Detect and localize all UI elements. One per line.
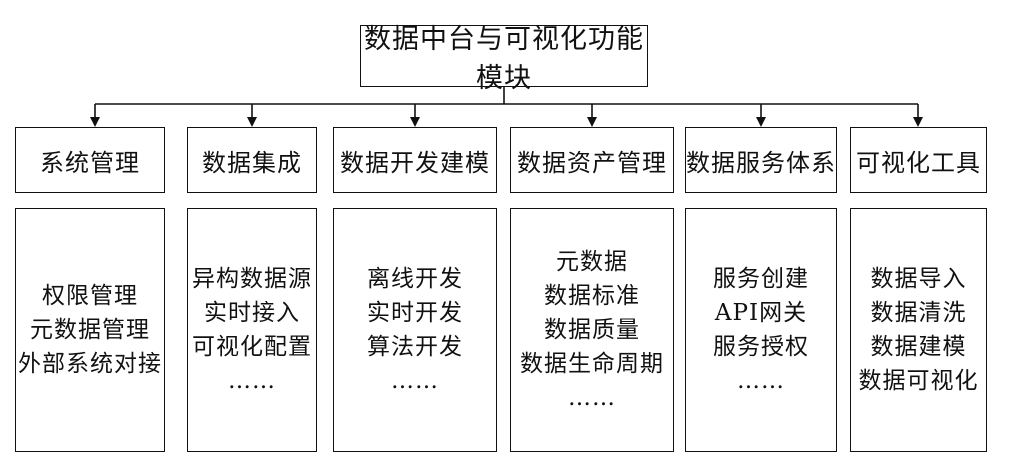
- module-title: 数据集成: [202, 148, 302, 177]
- detail-item: 实时接入: [204, 300, 300, 326]
- module-node-data-service-system: 数据服务体系: [685, 127, 837, 193]
- module-node-data-asset-management: 数据资产管理: [510, 127, 674, 193]
- detail-item: 数据导入: [870, 266, 967, 292]
- detail-item: ……: [568, 385, 616, 411]
- module-title: 数据资产管理: [517, 148, 667, 177]
- module-title: 数据服务体系: [686, 148, 836, 177]
- detail-item: 可视化配置: [192, 334, 312, 360]
- detail-item: 数据标准: [544, 283, 640, 309]
- detail-node-data-asset-management: 元数据 数据标准 数据质量 数据生命周期 ……: [510, 208, 674, 452]
- detail-item: 外部系统对接: [18, 351, 162, 377]
- detail-node-visualization-tools: 数据导入 数据清洗 数据建模 数据可视化: [850, 208, 987, 452]
- detail-item: ……: [228, 368, 276, 394]
- detail-item: 数据建模: [870, 334, 967, 360]
- detail-node-system-management: 权限管理 元数据管理 外部系统对接: [15, 208, 165, 452]
- arrowhead-icon: [587, 117, 597, 127]
- module-node-system-management: 系统管理: [15, 127, 165, 193]
- module-title: 系统管理: [40, 148, 140, 177]
- detail-item: 元数据管理: [30, 317, 150, 343]
- module-node-visualization-tools: 可视化工具: [850, 127, 987, 193]
- detail-item: 数据生命周期: [520, 351, 664, 377]
- detail-item: 实时开发: [367, 300, 463, 326]
- detail-item: 权限管理: [42, 283, 138, 309]
- root-node: 数据中台与可视化功能模块: [360, 24, 648, 94]
- detail-item: 算法开发: [367, 334, 463, 360]
- detail-item: ……: [391, 368, 439, 394]
- detail-item: ……: [737, 368, 785, 394]
- arrowhead-icon: [756, 117, 766, 127]
- detail-node-data-integration: 异构数据源 实时接入 可视化配置 ……: [187, 208, 317, 452]
- arrowhead-icon: [247, 117, 257, 127]
- module-title: 数据开发建模: [340, 148, 490, 177]
- module-node-data-integration: 数据集成: [187, 127, 317, 193]
- detail-item: 数据清洗: [870, 300, 967, 326]
- detail-item: 服务创建: [713, 266, 809, 292]
- arrowhead-icon: [90, 117, 100, 127]
- module-node-data-development-modeling: 数据开发建模: [333, 127, 497, 193]
- arrowhead-icon: [410, 117, 420, 127]
- module-title: 可视化工具: [856, 148, 981, 177]
- detail-item: 元数据: [556, 249, 628, 275]
- detail-item: API网关: [714, 300, 808, 326]
- detail-node-data-service-system: 服务创建 API网关 服务授权 ……: [685, 208, 837, 452]
- root-title: 数据中台与可视化功能模块: [364, 24, 644, 94]
- detail-item: 异构数据源: [192, 266, 312, 292]
- arrowhead-icon: [913, 117, 923, 127]
- detail-node-data-development-modeling: 离线开发 实时开发 算法开发 ……: [333, 208, 497, 452]
- detail-item: 离线开发: [367, 266, 463, 292]
- detail-item: 数据可视化: [858, 368, 979, 394]
- detail-item: 服务授权: [713, 334, 809, 360]
- detail-item: 数据质量: [544, 317, 640, 343]
